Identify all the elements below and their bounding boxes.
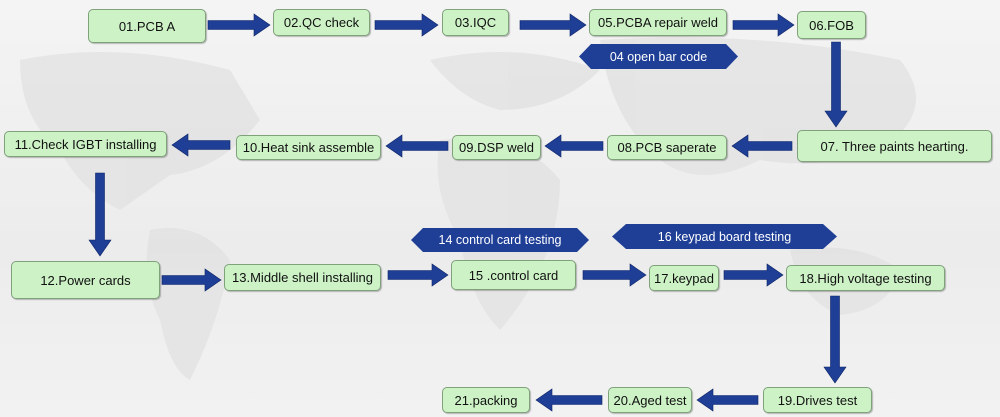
arrow-07-08 — [731, 134, 793, 158]
step-21-box: 21.packing — [442, 387, 530, 413]
step-04-label: 04 open bar code — [609, 49, 708, 64]
step-08-box: 08.PCB saperate — [607, 135, 727, 160]
arrow-02-03 — [374, 13, 439, 37]
arrow-12-13 — [161, 268, 222, 292]
step-12-box: 12.Power cards — [11, 261, 160, 299]
step-10-box: 10.Heat sink assemble — [236, 135, 381, 160]
step-13-box: 13.Middle shell installing — [224, 264, 381, 291]
arrow-17-18 — [723, 263, 784, 287]
step-17-box: 17.keypad — [649, 265, 719, 291]
step-01-label: 01.PCB A — [118, 18, 176, 34]
tag-shape — [579, 44, 738, 69]
arrow-10-11 — [171, 133, 231, 157]
arrow-13-15 — [387, 263, 449, 287]
step-19-box: 19.Drives test — [763, 387, 872, 413]
step-07-label: 07. Three paints hearting. — [820, 138, 969, 154]
step-08-label: 08.PCB saperate — [617, 140, 717, 155]
step-16-label: 16 keypad board testing — [657, 229, 792, 244]
arrow-18-19 — [823, 295, 847, 384]
step-05-label: 05.PCBA repair weld — [598, 15, 718, 30]
step-06-label: 06.FOB — [809, 17, 854, 33]
step-03-box: 03.IQC — [442, 9, 509, 36]
step-03-label: 03.IQC — [454, 15, 497, 30]
arrow-09-10 — [385, 134, 449, 158]
step-15-box: 15 .control card — [451, 260, 576, 290]
step-11-box: 11.Check IGBT installing — [4, 131, 167, 157]
step-09-box: 09.DSP weld — [452, 135, 541, 160]
tag-shape — [612, 224, 837, 249]
step-14-tag: 14 control card testing — [411, 228, 589, 252]
step-04-tag: 04 open bar code — [579, 44, 738, 69]
step-21-label: 21.packing — [454, 392, 518, 408]
step-02-label: 02.QC check — [283, 15, 360, 30]
step-12-label: 12.Power cards — [40, 272, 131, 288]
arrow-19-20 — [696, 388, 759, 412]
step-11-label: 11.Check IGBT installing — [14, 136, 157, 152]
step-18-label: 18.High voltage testing — [799, 270, 932, 286]
arrow-06-07 — [824, 41, 848, 128]
step-07-box: 07. Three paints hearting. — [797, 130, 992, 162]
arrow-03-05 — [519, 13, 587, 37]
step-19-label: 19.Drives test — [777, 392, 858, 408]
step-16-tag: 16 keypad board testing — [612, 224, 837, 249]
arrow-08-09 — [544, 134, 604, 158]
step-02-box: 02.QC check — [273, 9, 370, 36]
arrow-20-21 — [535, 388, 603, 412]
step-05-box: 05.PCBA repair weld — [589, 9, 727, 36]
arrow-05-06 — [732, 13, 795, 37]
tag-shape — [411, 228, 589, 252]
arrow-11-12 — [88, 172, 112, 257]
step-17-label: 17.keypad — [654, 270, 714, 286]
step-01-box: 01.PCB A — [88, 9, 206, 43]
step-20-label: 20.Aged test — [613, 392, 687, 408]
step-20-box: 20.Aged test — [608, 387, 692, 413]
step-10-label: 10.Heat sink assemble — [242, 140, 375, 155]
step-13-label: 13.Middle shell installing — [232, 270, 373, 285]
step-18-box: 18.High voltage testing — [786, 265, 945, 291]
arrow-15-17 — [582, 263, 647, 287]
step-09-label: 09.DSP weld — [459, 140, 534, 155]
step-15-label: 15 .control card — [468, 267, 559, 283]
step-14-label: 14 control card testing — [438, 233, 562, 247]
step-06-box: 06.FOB — [797, 11, 866, 39]
arrow-01-02 — [207, 13, 271, 37]
